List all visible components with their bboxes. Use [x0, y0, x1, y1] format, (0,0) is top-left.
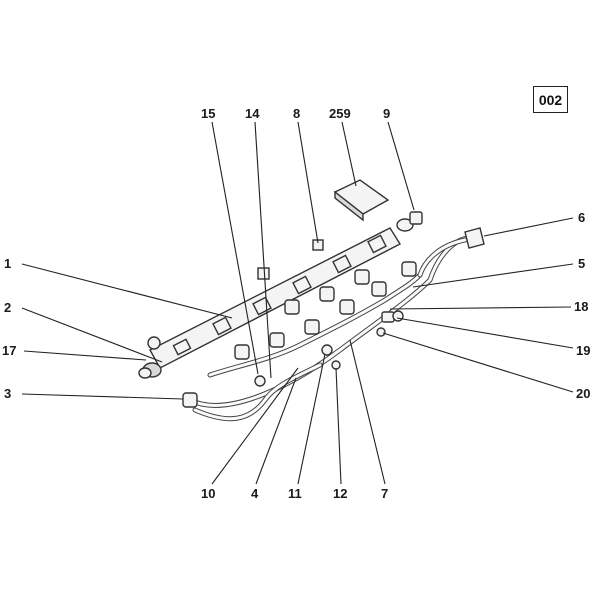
callout-11: 11 [288, 486, 302, 501]
callout-8: 8 [293, 106, 300, 121]
wiring-harness [187, 235, 478, 422]
callout-labels: 1 2 17 3 15 14 8 259 9 6 5 18 19 20 10 4… [2, 106, 590, 501]
callout-2: 2 [4, 300, 11, 315]
loose-parts [147, 227, 485, 408]
callout-10: 10 [201, 486, 215, 501]
callout-19: 19 [576, 343, 590, 358]
callout-5: 5 [578, 256, 585, 271]
injector-connectors [234, 261, 417, 360]
callout-6: 6 [578, 210, 585, 225]
leader-lines [21, 121, 574, 485]
callout-1: 1 [4, 256, 11, 271]
callout-9: 9 [383, 106, 390, 121]
callout-20: 20 [576, 386, 590, 401]
control-module [333, 179, 390, 222]
callout-17: 17 [2, 343, 16, 358]
callout-14: 14 [245, 106, 260, 121]
sensor-plug [396, 211, 423, 232]
diagram-code-badge: 002 [533, 86, 568, 113]
callout-259: 259 [329, 106, 351, 121]
callout-15: 15 [201, 106, 215, 121]
fuel-rail [138, 227, 401, 379]
callout-18: 18 [574, 299, 588, 314]
callout-7: 7 [381, 486, 388, 501]
callout-12: 12 [333, 486, 347, 501]
callout-3: 3 [4, 386, 11, 401]
callout-4: 4 [251, 486, 259, 501]
